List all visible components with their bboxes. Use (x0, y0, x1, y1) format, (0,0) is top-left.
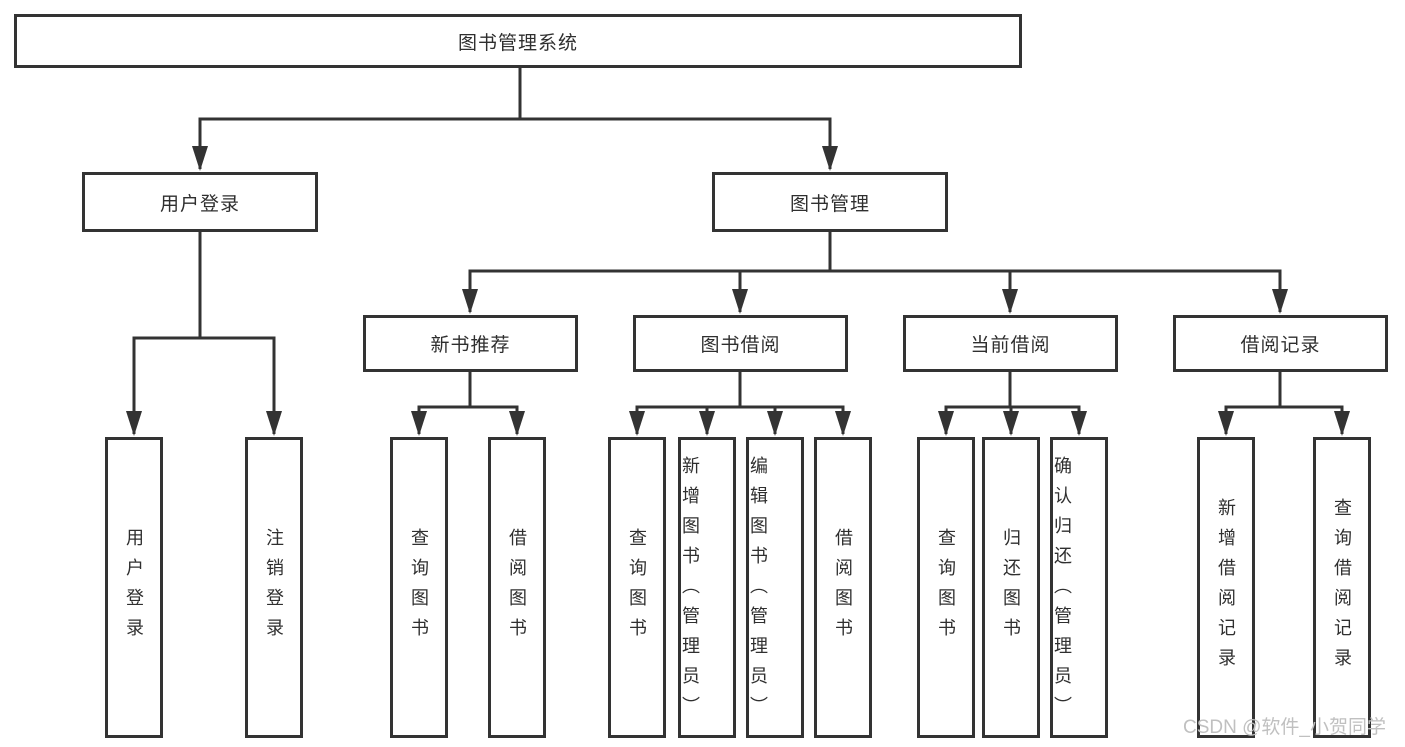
node-new-book-recommend: 新书推荐 (363, 315, 578, 372)
leaf-user-login: 用户登录 (105, 437, 163, 738)
leaf-query-borrow-record-label: 查询借阅记录 (1332, 497, 1352, 678)
node-borrow-records: 借阅记录 (1173, 315, 1388, 372)
leaf-borrow-books-borrow-label: 借阅图书 (833, 527, 853, 648)
leaf-confirm-return-admin: 确认归还（管理员） (1050, 437, 1108, 738)
node-book-borrow-label: 图书借阅 (700, 335, 781, 356)
leaf-borrow-books-recommend-label: 借阅图书 (507, 527, 527, 648)
node-root-system: 图书管理系统 (14, 14, 1022, 68)
node-current-borrow-label: 当前借阅 (970, 335, 1051, 356)
node-root-system-label: 图书管理系统 (457, 32, 578, 54)
leaf-confirm-return-admin-label: 确认归还（管理员） (1052, 455, 1072, 726)
leaf-return-book-label: 归还图书 (1001, 527, 1021, 648)
leaf-query-borrow-record: 查询借阅记录 (1313, 437, 1371, 738)
leaf-query-books-recommend: 查询图书 (390, 437, 448, 738)
leaf-logout-label: 注销登录 (264, 527, 284, 648)
node-borrow-records-label: 借阅记录 (1240, 335, 1321, 356)
leaf-user-login-label: 用户登录 (124, 527, 144, 648)
node-new-book-recommend-label: 新书推荐 (430, 335, 511, 356)
node-book-management-label: 图书管理 (789, 193, 870, 215)
leaf-logout: 注销登录 (245, 437, 303, 738)
leaf-query-books-recommend-label: 查询图书 (409, 527, 429, 648)
csdn-watermark: CSDN @软件_小贺同学 (1183, 717, 1386, 738)
leaf-query-books-current: 查询图书 (917, 437, 975, 738)
leaf-borrow-books-borrow: 借阅图书 (814, 437, 872, 738)
leaf-query-books-borrow: 查询图书 (608, 437, 666, 738)
leaf-add-book-admin-label: 新增图书（管理员） (680, 455, 700, 726)
node-book-management: 图书管理 (712, 172, 948, 232)
node-user-login-label: 用户登录 (159, 193, 240, 215)
node-user-login: 用户登录 (82, 172, 318, 232)
node-current-borrow: 当前借阅 (903, 315, 1118, 372)
leaf-add-book-admin: 新增图书（管理员） (678, 437, 736, 738)
leaf-borrow-books-recommend: 借阅图书 (488, 437, 546, 738)
leaf-edit-book-admin: 编辑图书（管理员） (746, 437, 804, 738)
leaf-add-borrow-record-label: 新增借阅记录 (1216, 497, 1236, 678)
leaf-return-book: 归还图书 (982, 437, 1040, 738)
leaf-edit-book-admin-label: 编辑图书（管理员） (748, 455, 768, 726)
leaf-add-borrow-record: 新增借阅记录 (1197, 437, 1255, 738)
leaf-query-books-borrow-label: 查询图书 (627, 527, 647, 648)
leaf-query-books-current-label: 查询图书 (936, 527, 956, 648)
node-book-borrow: 图书借阅 (633, 315, 848, 372)
